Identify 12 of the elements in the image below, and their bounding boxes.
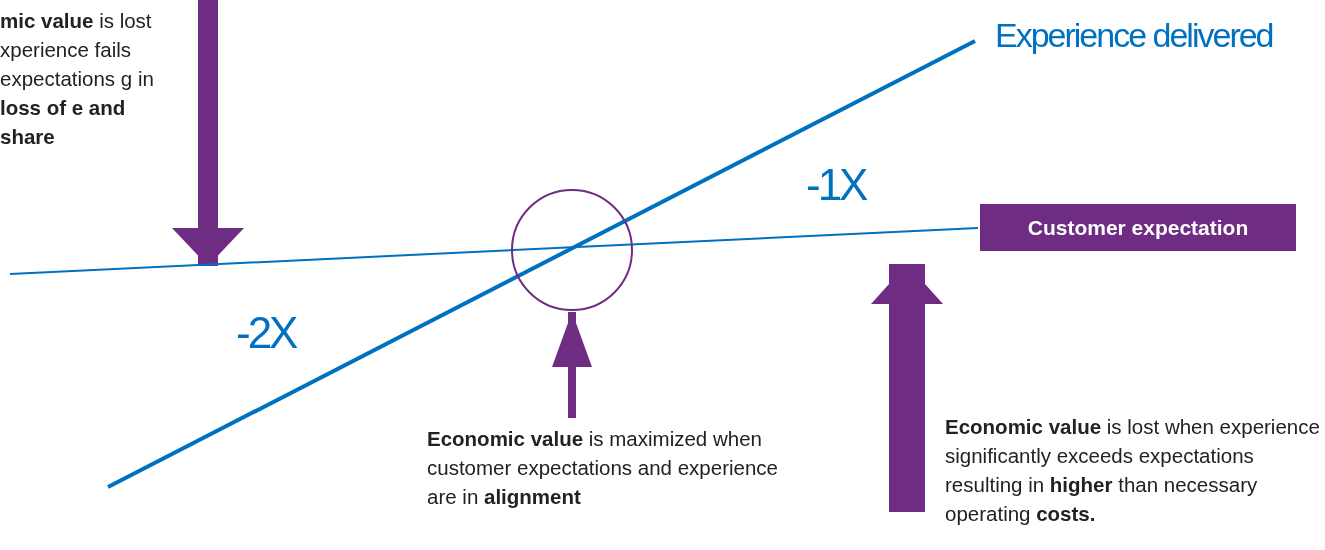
multiplier-label: -2X — [236, 308, 296, 358]
line-label: Experience delivered — [995, 16, 1315, 55]
trend-line — [9, 227, 979, 275]
annotation-text: Economic value is maximized when customer expectations and experience are in alignment — [427, 424, 787, 511]
annotation-text: Economic value is lost when experience significantly exceeds expectations resulting in higher than necessary operating costs. — [945, 412, 1320, 528]
block-arrow — [871, 264, 943, 512]
block-arrow — [172, 0, 244, 266]
multiplier-label: -1X — [806, 160, 866, 210]
annotation-text: mic value is lost xperience fails expectations g in loss of e and share — [0, 6, 176, 151]
highlight-circle — [511, 189, 633, 311]
trend-line — [107, 39, 976, 489]
label-box: Customer expectation — [980, 204, 1296, 251]
